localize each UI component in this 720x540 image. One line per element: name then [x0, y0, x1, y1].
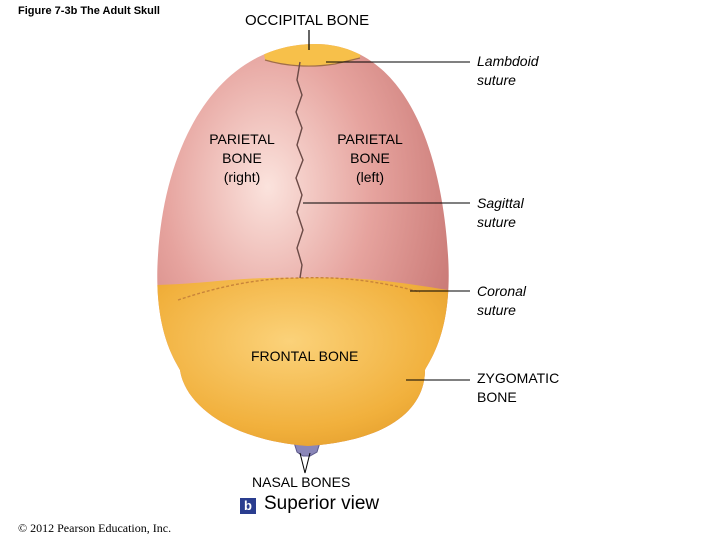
- frontal-bone-label: FRONTAL BONE: [251, 348, 359, 364]
- label-line: Sagittal: [477, 195, 524, 211]
- label-line: suture: [477, 214, 516, 230]
- frontal-bone: [157, 277, 449, 446]
- nasal-bones-label: NASAL BONES: [252, 474, 351, 490]
- label-line: BONE: [350, 150, 390, 166]
- label-line: Coronal: [477, 283, 527, 299]
- label-line: PARIETAL: [209, 131, 275, 147]
- parietal-bone-right-label: PARIETAL BONE (right): [204, 130, 280, 187]
- view-title: Superior view: [264, 493, 380, 514]
- nasal-leader: [299, 452, 311, 474]
- view-badge: b: [240, 498, 256, 514]
- copyright-notice: © 2012 Pearson Education, Inc.: [18, 521, 172, 535]
- lambdoid-suture-label: Lambdoid suture: [477, 52, 539, 90]
- label-line: PARIETAL: [337, 131, 403, 147]
- label-line: BONE: [222, 150, 262, 166]
- label-line: (right): [223, 169, 261, 185]
- lambdoid-suture: [264, 57, 361, 67]
- coronal-suture-label: Coronal suture: [477, 282, 526, 320]
- sagittal-suture-label: Sagittal suture: [477, 194, 524, 232]
- label-line: (left): [356, 169, 384, 185]
- label-line: suture: [477, 302, 516, 318]
- label-line: suture: [477, 72, 516, 88]
- label-line: Lambdoid: [477, 53, 539, 69]
- sagittal-suture: [295, 61, 304, 279]
- label-line: BONE: [477, 389, 517, 405]
- label-line: ZYGOMATIC: [477, 370, 560, 386]
- parietal-bone-left-label: PARIETAL BONE (left): [332, 130, 408, 187]
- zygomatic-bone-label: ZYGOMATIC BONE: [477, 369, 559, 407]
- figure-title: Figure 7-3b The Adult Skull: [18, 5, 160, 17]
- occipital-bone-label: OCCIPITAL BONE: [245, 12, 370, 29]
